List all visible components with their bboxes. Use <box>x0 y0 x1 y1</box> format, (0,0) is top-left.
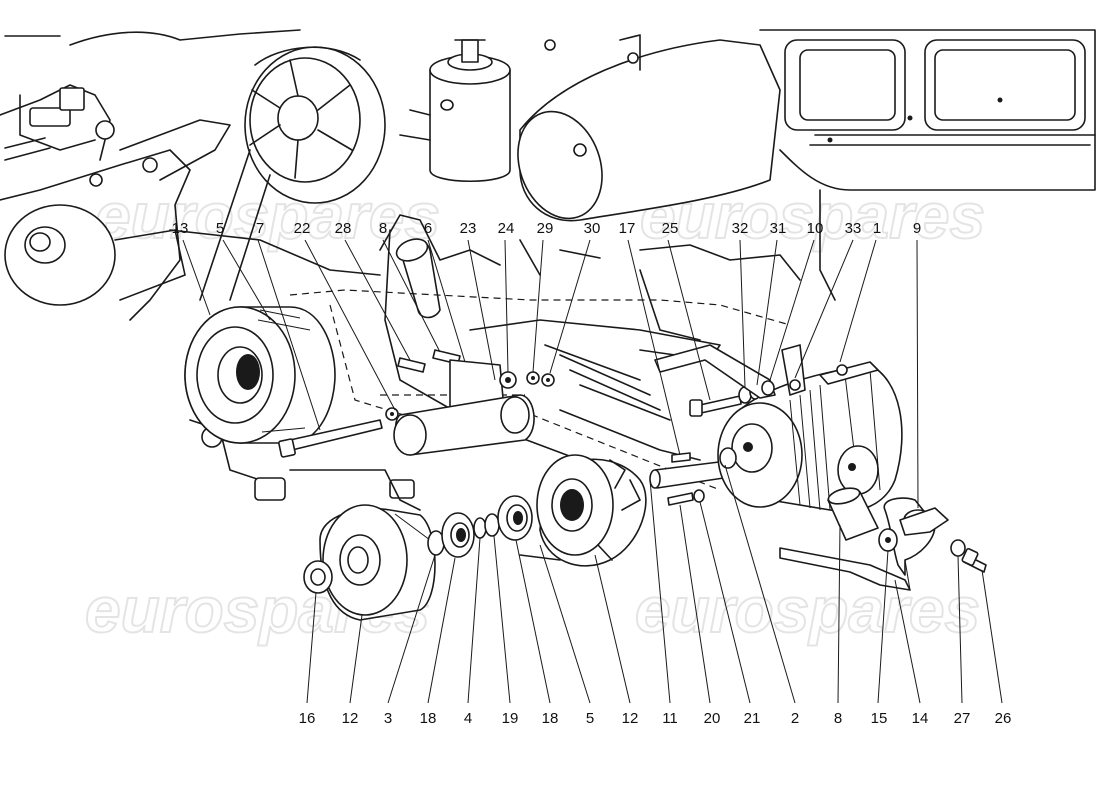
callout-19: 19 <box>502 710 519 727</box>
callout-16: 16 <box>299 710 316 727</box>
callout-18-right: 18 <box>542 710 559 727</box>
timing-cover-disc <box>4 204 186 306</box>
callout-1: 1 <box>873 220 881 237</box>
pulley-cover <box>319 504 436 621</box>
callout-13: 13 <box>172 220 189 237</box>
callout-12-left: 12 <box>342 710 359 727</box>
callout-10: 10 <box>807 220 824 237</box>
watermark-top-left: eurospares <box>95 180 440 252</box>
callout-20: 20 <box>704 710 721 727</box>
callout-3: 3 <box>384 710 392 727</box>
callout-30: 30 <box>584 220 601 237</box>
long-bolt <box>278 419 383 458</box>
callout-27: 27 <box>954 710 971 727</box>
callout-5-bottom: 5 <box>586 710 594 727</box>
bolt-washer <box>667 489 705 506</box>
callout-15: 15 <box>871 710 888 727</box>
callout-28: 28 <box>335 220 352 237</box>
callout-33: 33 <box>845 220 862 237</box>
air-intake-horn <box>517 34 781 222</box>
fan-pulley <box>244 46 386 204</box>
circlip <box>473 513 500 539</box>
bearing-right <box>497 495 533 541</box>
watermark-bottom-right: eurospares <box>635 574 980 646</box>
callout-22: 22 <box>294 220 311 237</box>
oil-filter <box>399 39 511 182</box>
leader-lines <box>182 239 1003 704</box>
callout-11: 11 <box>662 710 678 727</box>
radiator <box>759 29 1096 301</box>
callout-29: 29 <box>537 220 554 237</box>
callout-24: 24 <box>498 220 515 237</box>
callout-26: 26 <box>995 710 1012 727</box>
callout-2: 2 <box>791 710 799 727</box>
callout-6: 6 <box>424 220 432 237</box>
callout-5-top: 5 <box>216 220 224 237</box>
left-fitting-assembly <box>4 87 231 187</box>
idler-bracket <box>393 359 535 456</box>
callout-8-bottom: 8 <box>834 710 842 727</box>
callout-12-right: 12 <box>622 710 639 727</box>
bearing-left <box>441 512 475 558</box>
engine-block-outline <box>0 29 1096 511</box>
strap-fasteners <box>950 539 987 573</box>
callout-21: 21 <box>744 710 761 727</box>
alternator <box>717 361 903 512</box>
callout-25: 25 <box>662 220 679 237</box>
hose-stub <box>395 238 441 319</box>
callout-23: 23 <box>460 220 477 237</box>
sprocket-pulley <box>519 454 647 567</box>
gasket <box>899 507 949 536</box>
callout-4: 4 <box>464 710 472 727</box>
callout-labels-bottom: 16 12 3 18 4 19 18 5 12 11 20 21 2 8 15 … <box>299 710 1012 727</box>
callout-9: 9 <box>913 220 921 237</box>
callout-32: 32 <box>732 220 749 237</box>
adjusting-bolt <box>689 395 742 417</box>
callout-17: 17 <box>619 220 636 237</box>
callout-7: 7 <box>256 220 264 237</box>
callout-31: 31 <box>770 220 787 237</box>
callout-labels-top: 13 5 7 22 28 8 6 23 24 29 30 17 25 32 31… <box>172 220 922 237</box>
callout-14: 14 <box>912 710 929 727</box>
callout-8-top: 8 <box>379 220 387 237</box>
cover-nut <box>303 560 333 594</box>
crankshaft-pulley <box>184 306 336 444</box>
callout-18-left: 18 <box>420 710 437 727</box>
